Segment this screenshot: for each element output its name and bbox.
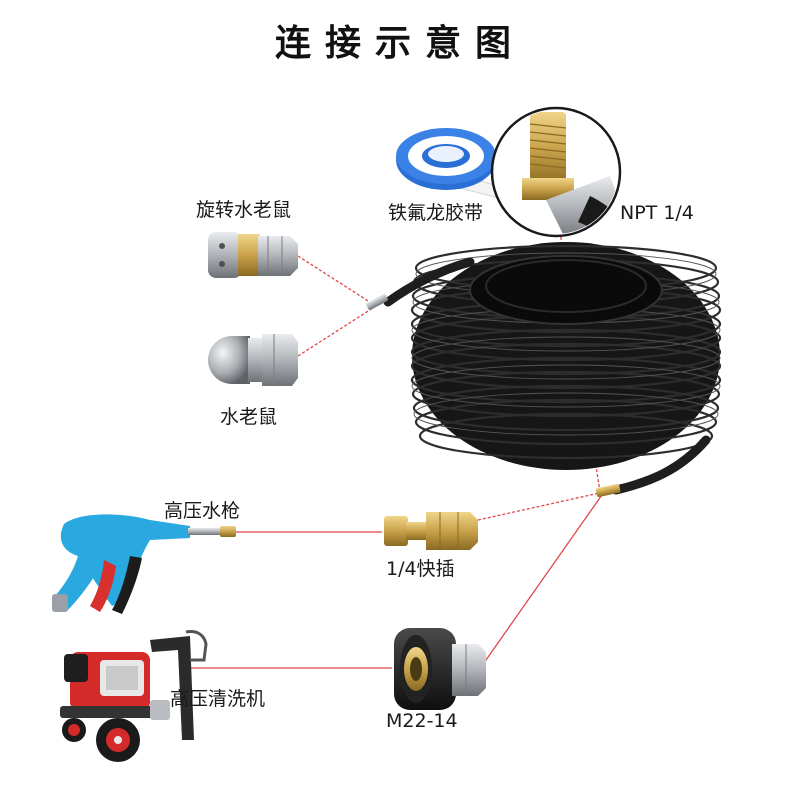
line-rotary-nozzle: [297, 255, 377, 307]
line-nozzle: [297, 305, 377, 357]
label-m22: M22-14: [386, 710, 458, 732]
pressure-washer-image: [60, 630, 208, 762]
label-nozzle: 水老鼠: [220, 406, 278, 428]
line-quick-connect: [477, 491, 605, 521]
label-quick-connect: 1/4快插: [386, 558, 455, 580]
rotary-nozzle-image: [208, 232, 298, 278]
hose-coil: [410, 242, 722, 470]
label-spray-gun: 高压水枪: [164, 500, 241, 522]
m22-adapter-image: [394, 628, 486, 710]
spray-gun-image: [52, 514, 236, 614]
label-rotary-nozzle: 旋转水老鼠: [196, 199, 292, 221]
quick-connect-image: [384, 512, 478, 550]
npt-zoom-image: [490, 106, 622, 238]
nozzle-image: [208, 334, 298, 386]
ptfe-tape-image: [396, 128, 531, 205]
diagram-title: 连接示意图: [274, 23, 525, 64]
line-m22: [485, 491, 605, 661]
label-washer: 高压清洗机: [170, 688, 266, 710]
hose-tail-top: [366, 257, 475, 310]
label-npt: NPT 1/4: [620, 202, 694, 224]
hose-tail-bottom: [595, 435, 711, 498]
label-ptfe-tape: 铁氟龙胶带: [388, 202, 484, 224]
